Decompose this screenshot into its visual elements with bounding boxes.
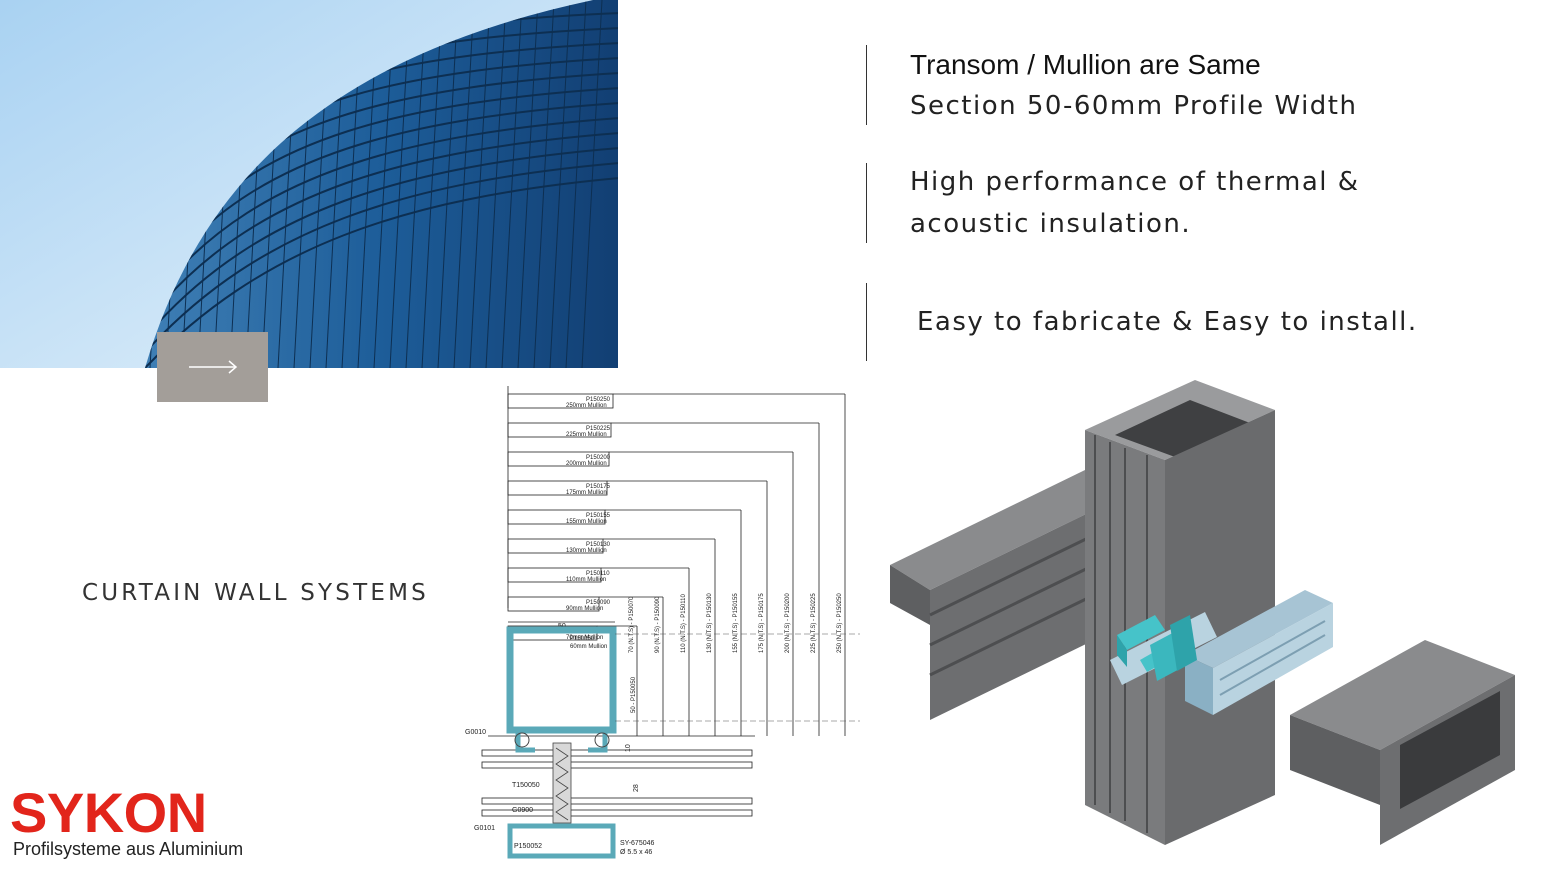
profile-name-label: 70mm Mullion <box>566 635 603 641</box>
feature-text: High performance of thermal & <box>910 167 1360 197</box>
dimension-label: 155 (N.T.S) - P150155 <box>733 593 739 653</box>
dimension-label: 175 (N.T.S) - P150175 <box>759 593 765 653</box>
logo-tagline: Profilsysteme aus Aluminium <box>13 839 244 859</box>
dim-28-label: 28 <box>633 784 640 792</box>
dimension-label: 250 (N.T.S) - P150250 <box>837 593 843 653</box>
gasket-top-label: G0010 <box>465 729 486 736</box>
profile-name-label: 130mm Mullion <box>566 548 607 554</box>
page-subtitle: CURTAIN WALL SYSTEMS <box>82 580 429 606</box>
profile-name-label: 155mm Mullion <box>566 519 607 525</box>
profile-code-label: P150090 <box>586 600 611 606</box>
screw-code-label: SY-675046 <box>620 840 654 847</box>
dimension-label: 50 - P150050 <box>631 676 637 713</box>
profile-name-label: 110mm Mullion <box>566 577 606 583</box>
dim-10-label: 10 <box>625 744 632 752</box>
part-t-label: T150050 <box>512 782 540 789</box>
profile-name-label: 60mm Mullion <box>570 644 607 650</box>
feature-insulation: High performance of thermal & acoustic i… <box>866 163 1358 243</box>
profile-name-label: 250mm Mullion <box>566 403 607 409</box>
feature-profile-width: Transom / Mullion are Same Section 50-60… <box>866 45 1356 125</box>
profile-name-label: 225mm Mullion <box>566 432 607 438</box>
feature-text: Section 50-60mm Profile Width <box>910 91 1358 121</box>
sykon-logo: SYKON Profilsysteme aus Aluminium <box>10 785 280 865</box>
dimension-label: 70 (N.T.S) - P150070 <box>629 596 635 653</box>
dimension-label: 110 (N.T.S) - P150110 <box>681 594 687 653</box>
profile-code-label: P150175 <box>586 484 611 490</box>
dimension-label: 90 (N.T.S) - P150090 <box>655 596 661 653</box>
dimension-label: 225 (N.T.S) - P150225 <box>811 593 817 653</box>
feature-title: Transom / Mullion are Same <box>910 49 1261 80</box>
feature-fabrication: Easy to fabricate & Easy to install. <box>866 283 1416 361</box>
hero-building-photo <box>0 0 618 368</box>
next-arrow-button[interactable] <box>157 332 268 402</box>
profile-code-label: P150155 <box>586 513 611 519</box>
cap-code-label: P150052 <box>514 843 542 850</box>
profile-code-label: P150130 <box>586 542 611 548</box>
profile-name-label: 175mm Mullion <box>566 490 607 496</box>
dimension-label: 200 (N.T.S) - P150200 <box>785 593 791 653</box>
feature-text: acoustic insulation. <box>910 209 1192 239</box>
logo-brand: SYKON <box>10 781 207 844</box>
profile-code-label: P150050 <box>570 636 595 642</box>
mullion-transom-joint-3d <box>885 375 1525 845</box>
screw-size-label: Ø 5.5 x 46 <box>620 849 652 856</box>
profile-name-label: 200mm Mullion <box>566 461 607 467</box>
profile-name-label: 90mm Mullion <box>566 606 603 612</box>
dimension-label: 130 (N.T.S) - P150130 <box>707 593 713 653</box>
feature-text: Easy to fabricate & Easy to install. <box>917 307 1418 337</box>
part-g-label: G0900 <box>512 807 533 814</box>
right-arrow-icon <box>188 360 237 374</box>
profile-code-label: P150250 <box>586 397 611 403</box>
profile-code-label: P150200 <box>586 455 611 461</box>
profile-code-label: P150225 <box>586 426 611 432</box>
profile-code-label: P150110 <box>586 571 610 577</box>
gasket-bottom-label: G0101 <box>474 825 495 832</box>
